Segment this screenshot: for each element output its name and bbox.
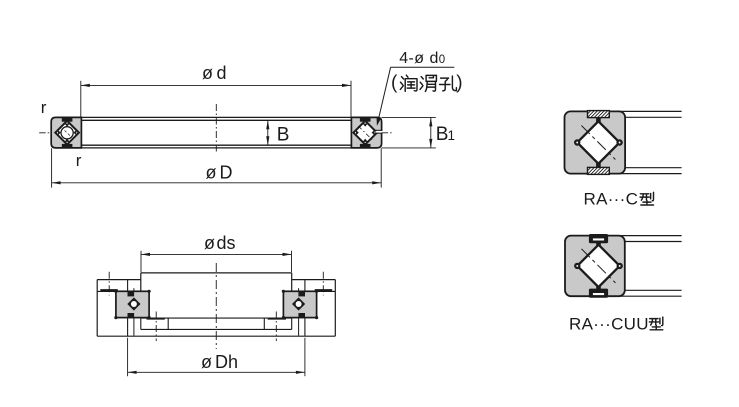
svg-text:B: B <box>277 125 290 146</box>
svg-text:ø: ø <box>201 352 212 372</box>
svg-text:): ) <box>456 73 462 94</box>
svg-text:RA···CUU: RA···CUU <box>569 314 649 333</box>
svg-text:d: d <box>430 50 439 67</box>
svg-text:Dh: Dh <box>215 352 238 372</box>
svg-text:B: B <box>436 124 449 145</box>
svg-text:D: D <box>220 162 233 182</box>
svg-text:ø: ø <box>206 162 217 182</box>
svg-text:r: r <box>41 98 47 117</box>
svg-text:ø: ø <box>204 233 215 253</box>
svg-text:d: d <box>216 63 226 83</box>
svg-text:1: 1 <box>448 128 456 143</box>
svg-text:ø: ø <box>202 63 213 83</box>
svg-text:r: r <box>76 151 82 170</box>
svg-text:ds: ds <box>216 233 235 253</box>
svg-text:RA···C: RA···C <box>584 190 639 209</box>
svg-text:(: ( <box>391 73 398 94</box>
svg-text:0: 0 <box>439 54 445 66</box>
svg-text:4-ø: 4-ø <box>399 50 424 67</box>
